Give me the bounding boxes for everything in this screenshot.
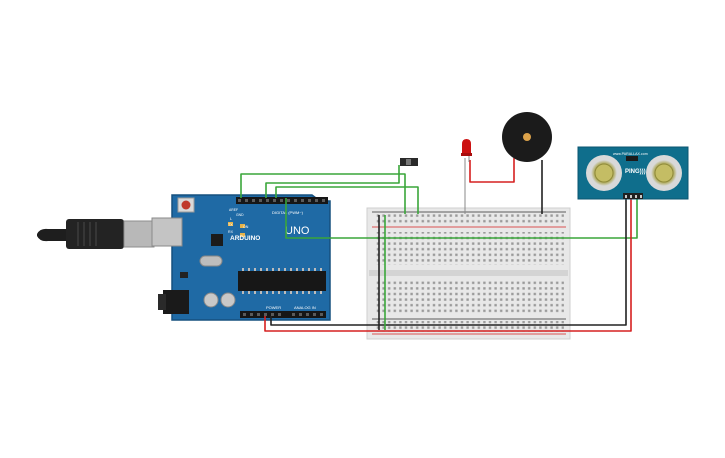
atmega-chip	[238, 271, 326, 291]
sensor-site-label: www.PARALLAX.com	[613, 152, 648, 156]
capacitor	[203, 292, 219, 308]
center-channel	[369, 270, 568, 276]
crystal	[199, 255, 223, 267]
top-power-rail	[374, 214, 564, 225]
wire-green[interactable]	[275, 186, 419, 214]
red-led[interactable]	[461, 139, 472, 162]
power-header-label: POWER	[266, 305, 281, 310]
top-terminal-strip	[374, 232, 564, 265]
wire-green[interactable]	[285, 198, 638, 239]
analog-header-label: ANALOG IN	[294, 305, 316, 310]
slide-switch[interactable]	[400, 158, 418, 166]
ultrasonic-sensor[interactable]: www.PARALLAX.com PING)))	[577, 146, 689, 200]
rx-label: RX	[228, 230, 234, 234]
breadboard[interactable]	[366, 207, 571, 340]
capacitor	[220, 292, 236, 308]
usb-chip	[211, 234, 223, 246]
power-analog-header	[240, 311, 326, 318]
aref-label: AREF	[229, 208, 238, 212]
tx-label: TX	[228, 223, 233, 227]
reset-button[interactable]	[181, 200, 191, 210]
sensor-model-label: PING)))	[625, 169, 646, 175]
l-label: L	[230, 217, 232, 221]
digital-header-label: DIGITAL (PWM~)	[272, 210, 304, 215]
on-label: ON	[243, 225, 249, 229]
wires[interactable]	[240, 158, 638, 332]
usb-jack	[151, 217, 183, 247]
wire-green[interactable]	[240, 173, 406, 214]
usb-cable[interactable]	[37, 219, 155, 249]
wire-red[interactable]	[264, 199, 632, 332]
arduino-uno-board[interactable]: ARDUINO UNO DIGITAL (PWM~) POWER ANALOG …	[151, 194, 331, 321]
sensor-pin-header	[623, 193, 643, 199]
wire-green[interactable]	[265, 165, 400, 198]
bottom-power-rail	[374, 321, 564, 332]
gnd-label: GND	[236, 213, 244, 217]
piezo-buzzer[interactable]	[502, 112, 552, 162]
wire-red[interactable]	[469, 158, 515, 183]
arduino-brand-label: ARDUINO	[230, 235, 260, 242]
arduino-model-label: UNO	[285, 225, 310, 237]
power-jack	[163, 290, 189, 314]
wire-black[interactable]	[270, 199, 627, 326]
bottom-terminal-strip	[374, 281, 564, 314]
